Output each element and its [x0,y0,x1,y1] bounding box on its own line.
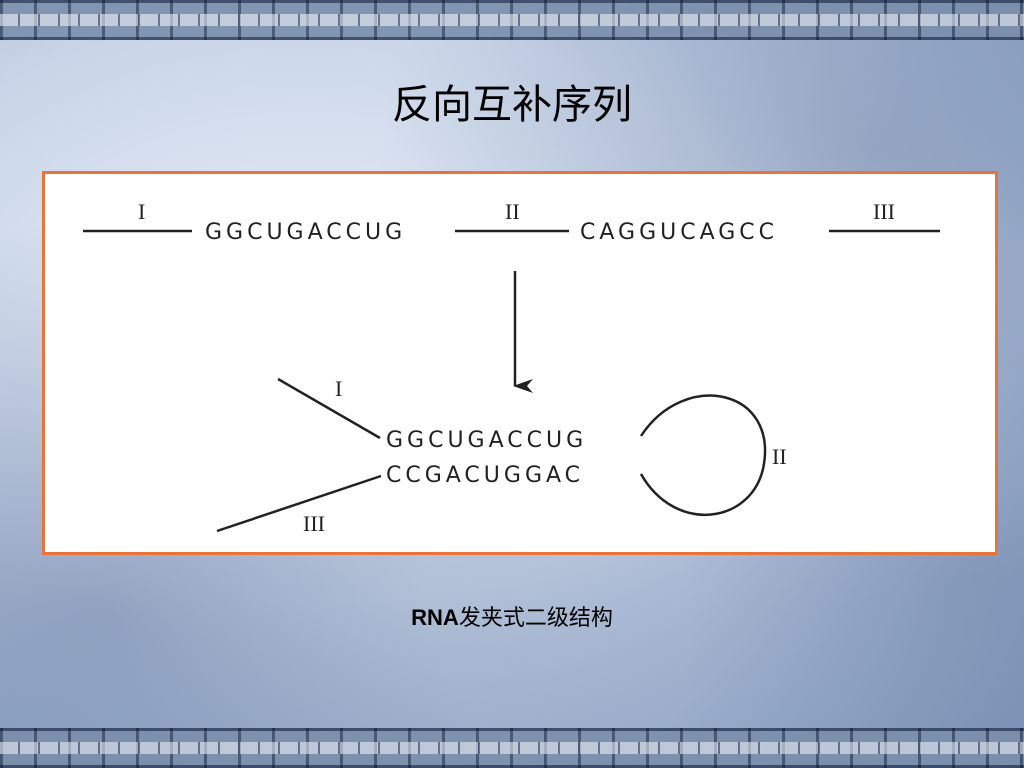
slide-title: 反向互补序列 [392,82,632,128]
hairpin-top-strand: GGCUGACCUG [386,428,587,453]
hairpin-bottom-strand: CCGACUGGAC [386,463,584,488]
hairpin-arm-I [277,377,381,440]
top-decorative-border [0,0,1024,40]
diagram-frame: I GGCUGACCUG II CAGGUCAGCC III I GGCUGAC… [42,171,998,555]
linear-label-I: I [138,199,145,224]
hairpin-label-III: III [303,511,325,536]
rna-hairpin-diagram: I GGCUGACCUG II CAGGUCAGCC III I GGCUGAC… [83,199,940,536]
linear-label-II: II [505,199,520,224]
hairpin-loop [639,394,767,517]
hairpin-loop-label: II [772,444,787,469]
bottom-decorative-border [0,728,1024,768]
caption-rna: RNA [411,605,459,630]
linear-seq-left: GGCUGACCUG [205,220,406,245]
linear-seq-right: CAGGUCAGCC [580,220,778,245]
caption-text: 发夹式二级结构 [458,606,613,631]
diagram-caption: RNA发夹式二级结构 [0,600,1024,632]
hairpin-label-I: I [335,376,342,401]
linear-label-III: III [873,199,895,224]
hairpin-arm-III [216,474,382,533]
